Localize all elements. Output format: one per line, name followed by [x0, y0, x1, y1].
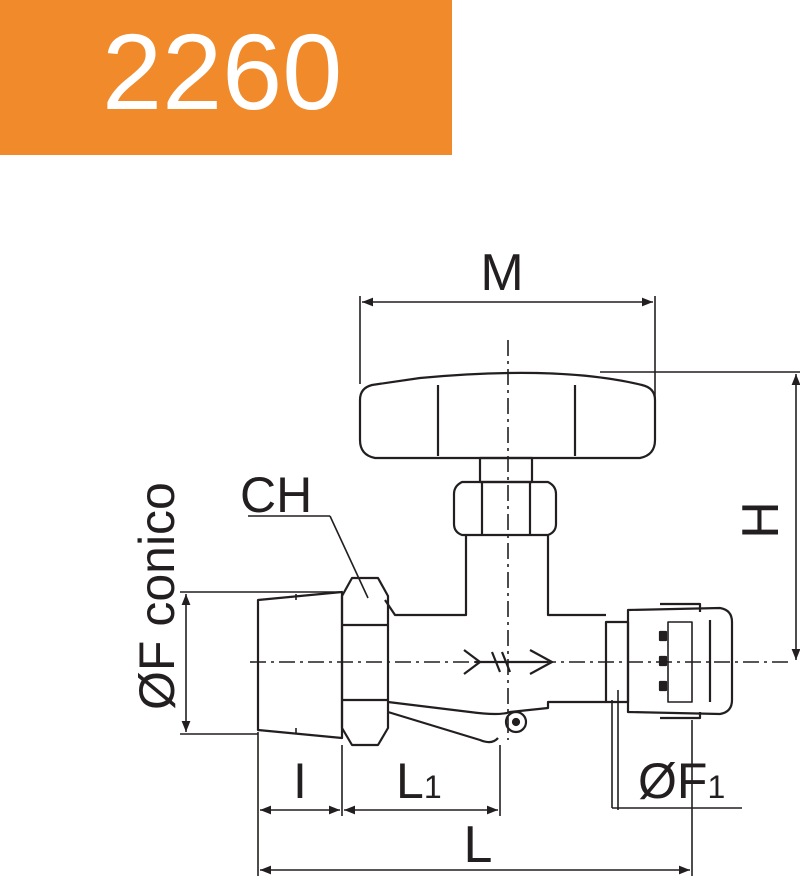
product-code-badge: 2260 [0, 0, 452, 155]
label-f1: ØF1 [638, 753, 725, 809]
flow-direction-arrow [463, 649, 555, 675]
label-l: L [464, 816, 493, 874]
ch-leader [329, 515, 369, 599]
label-m: M [480, 244, 523, 302]
handwheel [358, 371, 657, 460]
packing-nut [452, 480, 558, 537]
stem [478, 456, 534, 484]
push-in-fitting [604, 602, 734, 720]
valve-body [384, 535, 606, 744]
product-code: 2260 [102, 11, 343, 132]
label-f-conico: ØF conico [129, 482, 185, 710]
hex-nut-ch [340, 576, 390, 747]
label-ch: CH [240, 467, 312, 523]
label-h: H [732, 501, 790, 539]
label-i: I [293, 753, 307, 809]
threaded-inlet [256, 590, 344, 740]
label-l1: L1 [396, 753, 442, 809]
